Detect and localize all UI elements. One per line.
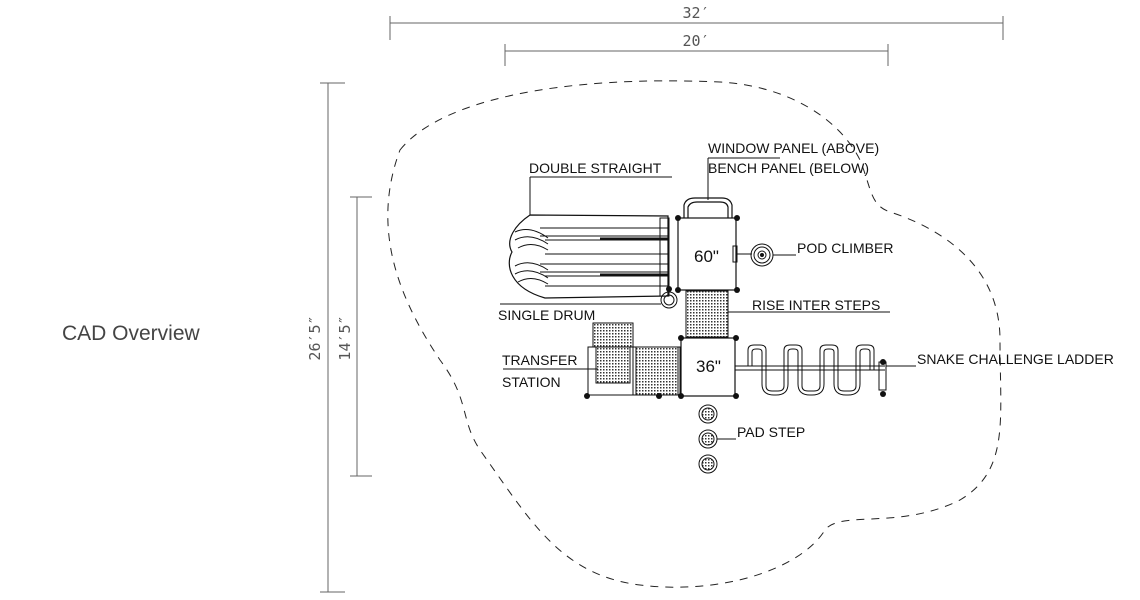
label-bench-panel: BENCH PANEL (BELOW) <box>708 160 869 176</box>
snake-challenge-ladder <box>735 344 887 396</box>
pad-steps <box>698 404 718 474</box>
label-rise-inter-steps: RISE INTER STEPS <box>752 297 880 313</box>
page-title: CAD Overview <box>62 322 200 345</box>
label-pad-step: PAD STEP <box>737 424 805 440</box>
label-pod-climber: POD CLIMBER <box>797 240 893 256</box>
use-zone-outline <box>387 80 1002 588</box>
label-double-straight: DOUBLE STRAIGHT <box>529 160 662 176</box>
dimension-overall-depth <box>320 82 345 593</box>
upper-deck <box>677 197 737 291</box>
lower-deck <box>680 337 736 397</box>
post-markers <box>584 215 886 399</box>
label-snake-challenge-ladder: SNAKE CHALLENGE LADDER <box>917 351 1114 367</box>
dimension-label-26ft5in: 26′5″ <box>306 315 324 360</box>
dimension-inner-depth <box>350 196 372 477</box>
deck-height-lower: 36" <box>696 357 721 376</box>
dimension-label-32ft: 32′ <box>682 4 709 22</box>
rise-inter-steps <box>685 290 729 338</box>
deck-height-upper: 60" <box>694 247 719 266</box>
label-window-panel: WINDOW PANEL (ABOVE) <box>708 140 879 156</box>
label-transfer-station-line2: STATION <box>502 374 561 390</box>
dimension-overall-width <box>389 16 1004 40</box>
dimension-inner-width <box>504 44 889 66</box>
double-straight-slide <box>508 214 670 299</box>
transfer-station <box>587 322 681 396</box>
dimension-label-14ft5in: 14′5″ <box>336 315 354 360</box>
label-single-drum: SINGLE DRUM <box>498 307 595 323</box>
pod-climber <box>732 243 774 267</box>
label-transfer-station-line1: TRANSFER <box>502 352 577 368</box>
dimension-label-20ft: 20′ <box>682 32 709 50</box>
